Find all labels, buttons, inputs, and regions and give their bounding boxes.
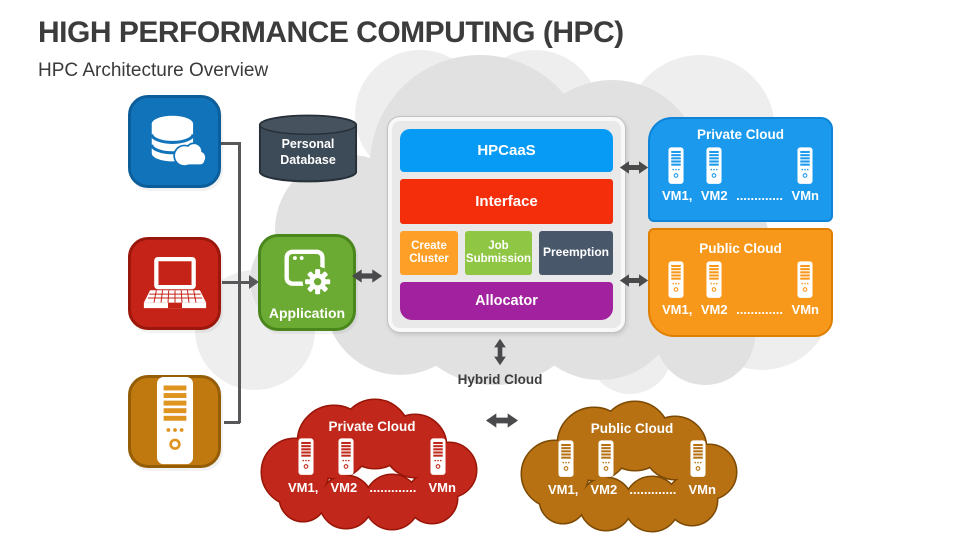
- vm2-label: VM2: [700, 302, 728, 317]
- connector-db-to-trunk: [221, 142, 240, 145]
- database-cloud-icon: [144, 111, 206, 173]
- server-icon: [797, 261, 813, 299]
- vm-dots: .............: [629, 482, 677, 497]
- public-cloud-box: Public Cloud VM1, VM2 ............. VMn: [648, 228, 833, 337]
- server-row: [650, 145, 831, 185]
- vm1-label: VM1,: [548, 482, 579, 497]
- private-cloud-shape-content: Private Cloud VM1, VM2 ............. VMn: [248, 397, 496, 533]
- private-cloud-shape: Private Cloud VM1, VM2 ............. VMn: [248, 397, 496, 533]
- server-row: [248, 436, 496, 476]
- hpc-stack: HPCaaS Interface Create Cluster Job Subm…: [387, 116, 626, 333]
- private-cloud-shape-title: Private Cloud: [328, 419, 416, 434]
- server-icon: [338, 438, 354, 476]
- vm-row: VM1, VM2 ............. VMn: [650, 302, 831, 317]
- server-tower-icon: [156, 376, 194, 467]
- job-submission-block: Job Submission: [465, 230, 532, 276]
- laptop-icon: [140, 256, 210, 312]
- double-arrow-app-stack: [351, 268, 383, 284]
- server-icon: [706, 147, 722, 185]
- application-node: Application: [258, 234, 356, 331]
- server-icon: [706, 261, 722, 299]
- arrowhead-to-application: [249, 275, 259, 289]
- private-cloud-box: Private Cloud VM1, VM2 ............. VMn: [648, 117, 833, 222]
- vm2-label: VM2: [700, 188, 728, 203]
- server-icon: [668, 147, 684, 185]
- preemption-block: Preemption: [539, 230, 613, 276]
- vm-dots: .............: [369, 480, 417, 495]
- vmn-label: VMn: [688, 482, 716, 497]
- stack-middle-row: Create Cluster Job Submission Preemption: [400, 230, 613, 276]
- server-icon: [598, 440, 614, 478]
- vm-dots: .............: [736, 188, 784, 203]
- server-icon: [558, 440, 574, 478]
- public-cloud-shape-title: Public Cloud: [590, 421, 674, 436]
- hpcaas-layer: HPCaaS: [400, 129, 613, 172]
- connector-laptop-to-app: [222, 281, 251, 284]
- create-cluster-block: Create Cluster: [400, 230, 458, 276]
- vmn-label: VMn: [791, 188, 819, 203]
- vm2-label: VM2: [590, 482, 618, 497]
- server-icon: [690, 440, 706, 478]
- server-row: [650, 259, 831, 299]
- double-arrow-stack-public: [619, 273, 649, 288]
- page-subtitle: HPC Architecture Overview: [38, 60, 269, 81]
- vm2-label: VM2: [330, 480, 358, 495]
- server-tile: [128, 375, 221, 468]
- laptop-tile: [128, 237, 221, 330]
- personal-database: Personal Database: [257, 113, 359, 185]
- application-window-gear-icon: [278, 245, 336, 303]
- vm1-label: VM1,: [662, 302, 693, 317]
- database-cloud-tile: [128, 95, 221, 188]
- hybrid-cloud-label: Hybrid Cloud: [457, 372, 543, 387]
- vm-row: VM1, VM2 ............. VMn: [650, 188, 831, 203]
- vm1-label: VM1,: [288, 480, 319, 495]
- application-label: Application: [268, 305, 346, 321]
- double-arrow-hybrid: [493, 338, 507, 366]
- server-icon: [797, 147, 813, 185]
- vm-row: VM1, VM2 ............. VMn: [508, 482, 756, 497]
- server-icon: [668, 261, 684, 299]
- vm-dots: .............: [736, 302, 784, 317]
- double-arrow-stack-private: [619, 160, 649, 175]
- public-cloud-shape: Public Cloud VM1, VM2 ............. VMn: [508, 399, 756, 535]
- private-cloud-box-title: Private Cloud: [696, 127, 785, 142]
- connector-server-to-trunk: [224, 421, 240, 424]
- vmn-label: VMn: [791, 302, 819, 317]
- personal-database-label: Personal Database: [280, 137, 336, 167]
- vm1-label: VM1,: [662, 188, 693, 203]
- interface-layer: Interface: [400, 178, 613, 224]
- public-cloud-shape-content: Public Cloud VM1, VM2 ............. VMn: [508, 399, 756, 535]
- vm-row: VM1, VM2 ............. VMn: [248, 480, 496, 495]
- vmn-label: VMn: [428, 480, 456, 495]
- server-row: [508, 438, 756, 478]
- server-icon: [298, 438, 314, 476]
- server-icon: [430, 438, 446, 476]
- page-title: HIGH PERFORMANCE COMPUTING (HPC): [38, 16, 624, 49]
- allocator-layer: Allocator: [400, 282, 613, 321]
- public-cloud-box-title: Public Cloud: [699, 241, 782, 256]
